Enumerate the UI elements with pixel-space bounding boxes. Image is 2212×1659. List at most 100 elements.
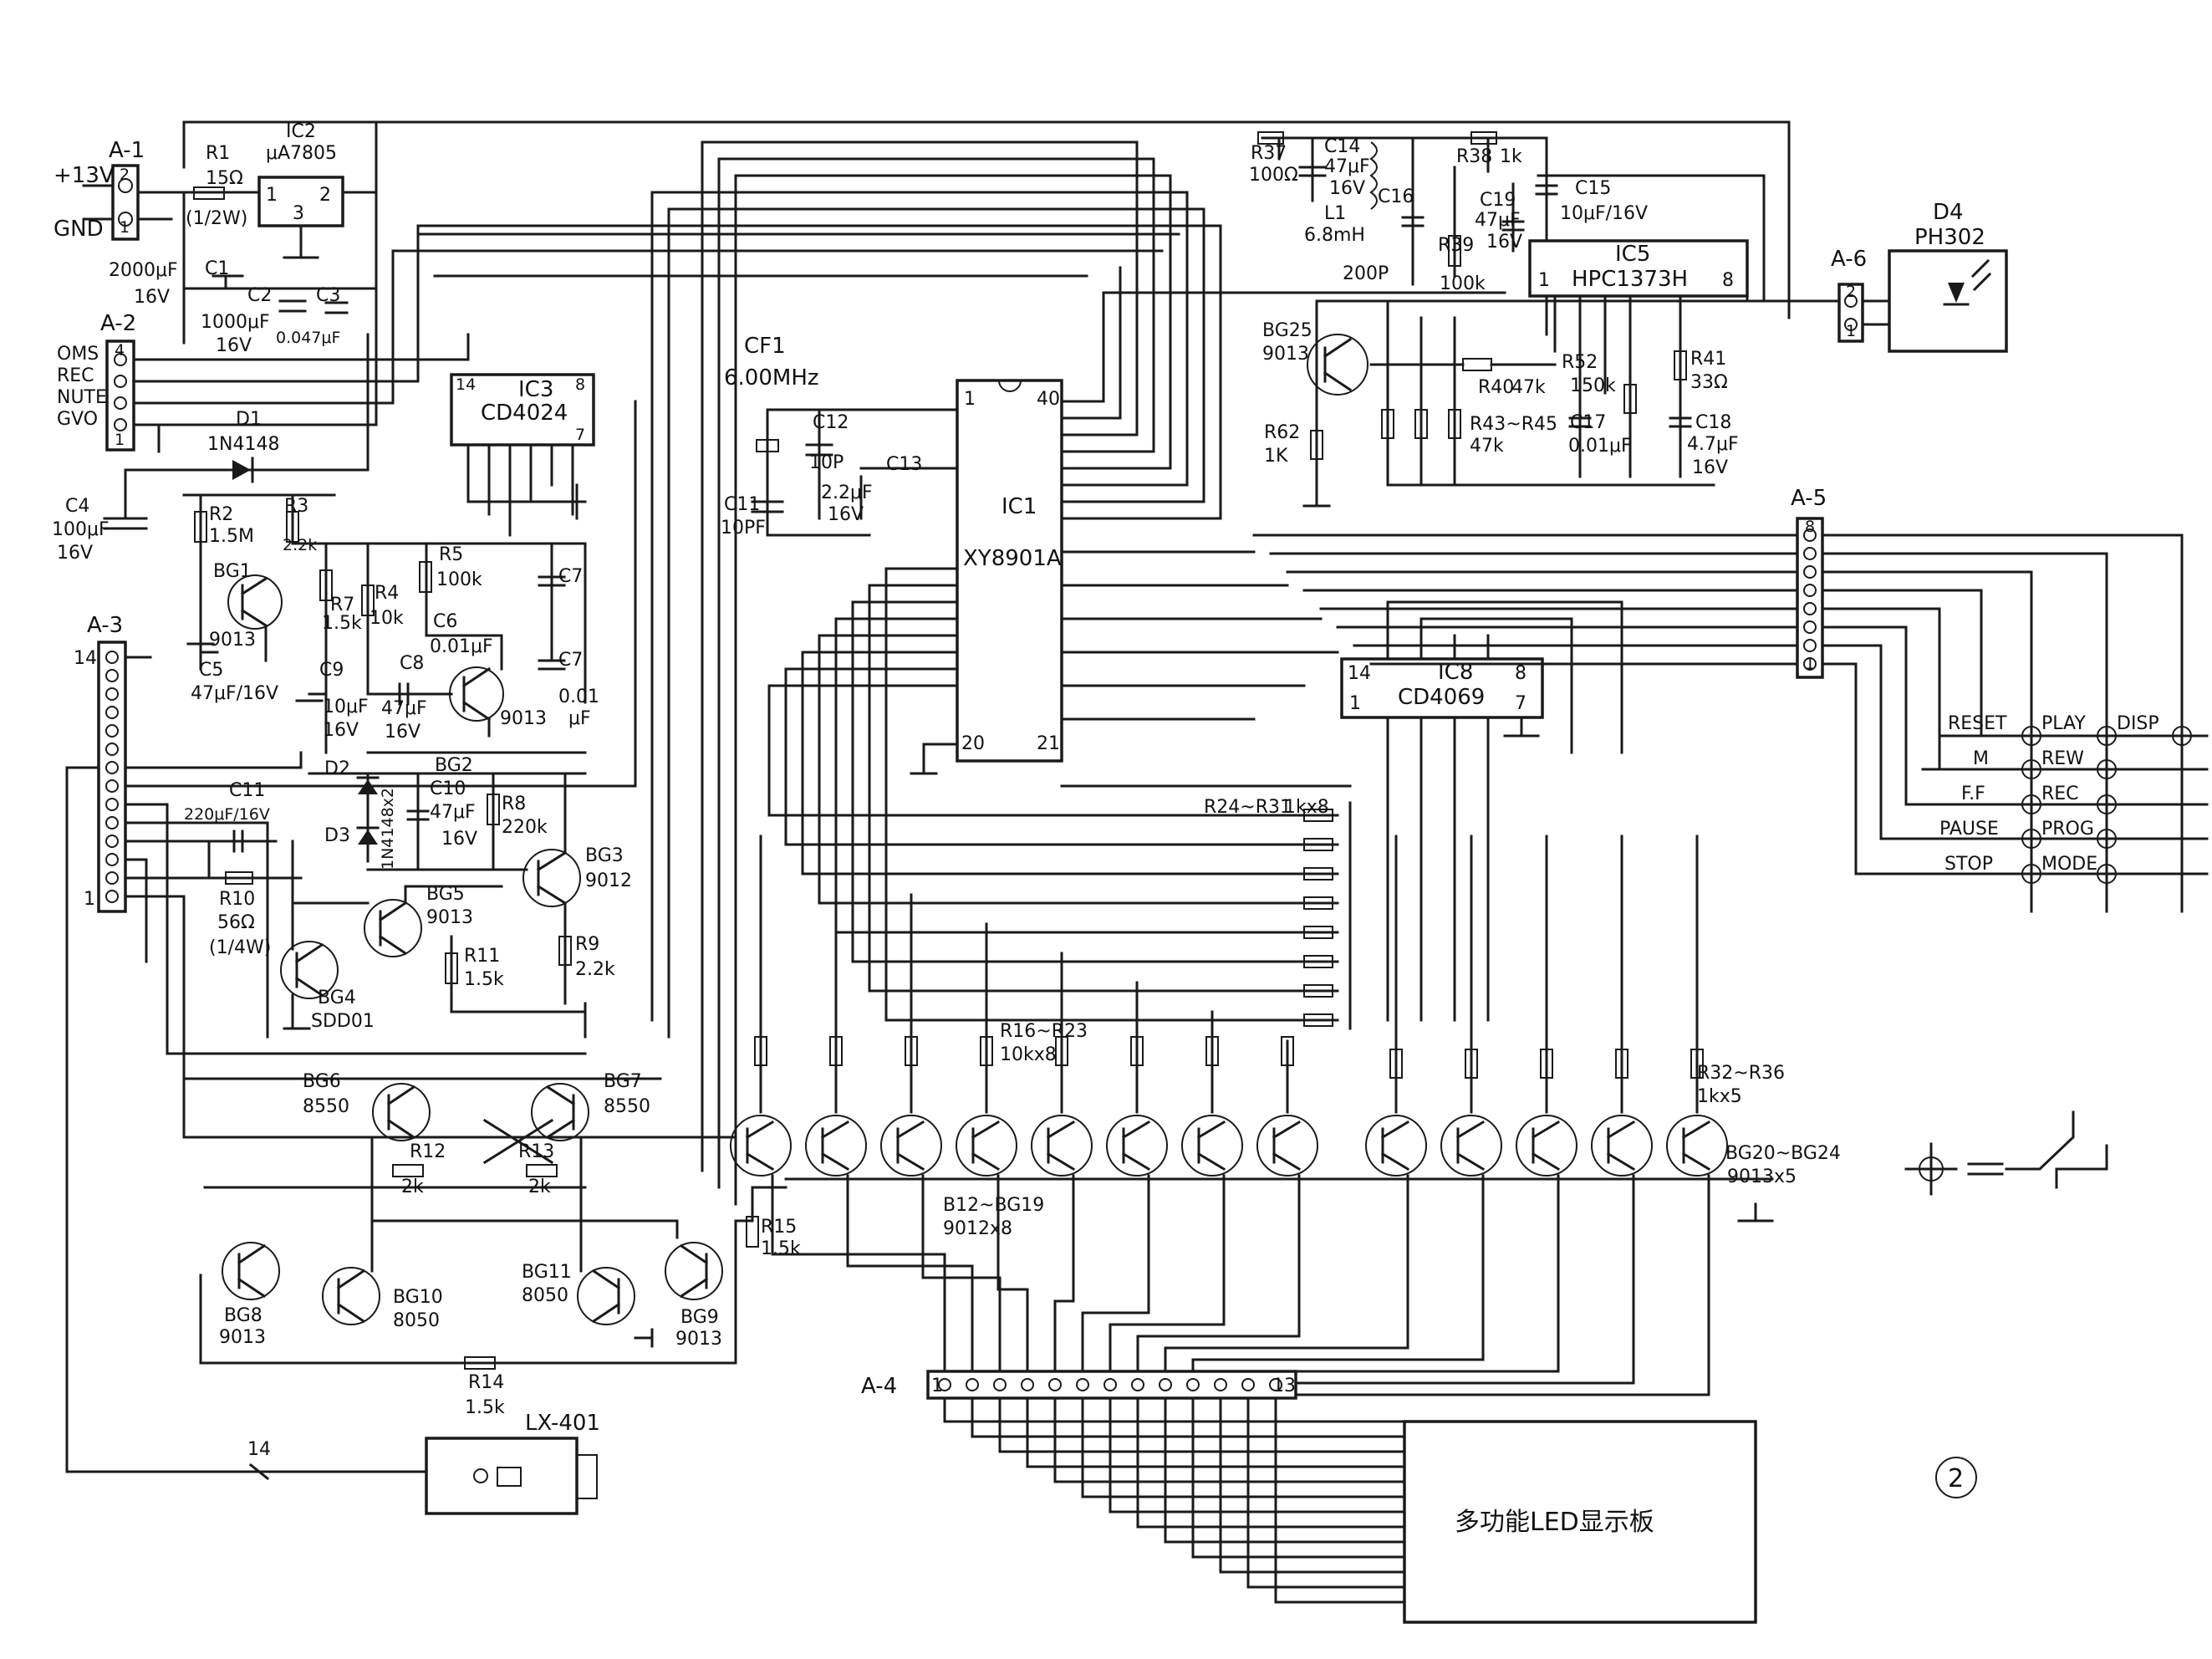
ic8-pin1: 1: [1349, 693, 1361, 714]
cf1-ref: CF1: [744, 334, 786, 359]
c19-rating: 16V: [1486, 232, 1522, 253]
a4-pin-10: [1186, 1378, 1406, 1559]
bg10-symbol: [322, 1267, 380, 1325]
c3-value: 0.047μF: [276, 329, 340, 347]
ic1-part: XY8901A: [963, 546, 1062, 571]
ic2-pin1: 1: [266, 185, 278, 206]
ic1-pin40: 40: [1037, 389, 1060, 410]
r11-value: 1.5k: [464, 969, 504, 990]
preamp-section: R2 1.5M R3 2.2k BG1 9013 C5 47μF/16V R7 …: [182, 493, 599, 776]
key-rec: REC: [2041, 784, 2079, 804]
a2-label-gvo: GVO: [57, 409, 98, 430]
r41-ref: R41: [1690, 349, 1726, 370]
r3-ref: R3: [284, 496, 308, 517]
key-m: M: [1973, 748, 1989, 769]
ir-receiver-section: R37 100Ω C14 47μF 16V L1 6.8mH C16 200P …: [1249, 131, 1841, 508]
a4-pin-2: [966, 1378, 1406, 1438]
r37-value: 100Ω: [1249, 165, 1298, 186]
a5-name: A-5: [1791, 486, 1827, 511]
bg4-bg5-pair: BG4 SDD01 BG5 9013 R11 1.5k: [280, 884, 587, 1039]
ic2-ref: IC2: [286, 121, 316, 142]
c14-rating: 16V: [1329, 178, 1365, 199]
ic5-body: [1528, 239, 1749, 298]
digit-driver-transistors: R16~R23 10kx8 B12~BG19 9012x8 R32~R36 1k…: [784, 1021, 1841, 1239]
detector-section: D2 D3 1N4148x2 C10 47μF 16V R8 220k BG3 …: [308, 758, 632, 1005]
connector-a6-d4: A-6 2 1 D4 PH302: [1831, 200, 2008, 353]
digit-transistor-9: [1164, 835, 1427, 1373]
ic5-pin1: 1: [1538, 270, 1550, 291]
a1-pin1: 1: [120, 218, 130, 237]
c2-rating: 16V: [216, 335, 252, 356]
r32-ref: R32~R36: [1697, 1063, 1785, 1084]
c8-value: 47μF: [381, 698, 427, 719]
r9-ref: R9: [575, 934, 599, 955]
ic8-cd4069: IC8 CD4069 14 1 8 7: [1340, 600, 1623, 1022]
resistor-array-r24-r31: R24~R31 1kx8: [767, 567, 1352, 1030]
r10-note: (1/4W): [209, 937, 271, 958]
bg5-symbol: [364, 899, 422, 957]
bg7-symbol: [531, 1083, 589, 1141]
c17-value: 0.01μF: [1568, 436, 1632, 457]
bus14-label: 14: [247, 1439, 271, 1460]
key-matrix: RESET PLAY DISP M REW F.F REC PAUSE PROG…: [1854, 713, 2209, 913]
bg11-ref: BG11: [522, 1262, 572, 1283]
c18-ref: C18: [1695, 412, 1731, 433]
a4-pin-9: [1159, 1378, 1406, 1544]
c4-value: 100μF: [52, 519, 110, 540]
key-reset: RESET: [1948, 713, 2007, 734]
r38-ref: R38: [1456, 146, 1492, 167]
bg10-value: 8050: [393, 1310, 440, 1331]
r24-r31-bodies: [1303, 809, 1333, 1027]
c6-ref: C6: [433, 611, 457, 632]
ic5-part: HPC1373H: [1572, 267, 1688, 292]
r37-ref: R37: [1251, 143, 1287, 164]
ic2-pin3: 3: [293, 203, 304, 224]
bg9-value: 9013: [675, 1329, 722, 1350]
ic8-part: CD4069: [1398, 685, 1485, 710]
a3-pin14: 14: [74, 648, 97, 669]
a2-label-rec: REC: [57, 365, 94, 386]
ic1-body: [956, 379, 1063, 763]
c17-ref: C17: [1570, 412, 1606, 433]
ic3-pin8: 8: [575, 375, 585, 394]
ic3-pin7: 7: [575, 426, 585, 444]
digit-transistor-10: [1191, 835, 1502, 1373]
bg1-ref: BG1: [213, 561, 252, 582]
bg25-value: 9013: [1262, 344, 1309, 365]
ic3-cd4024: IC3 CD4024 14 8 7: [450, 373, 595, 537]
ic2-part: μA7805: [266, 143, 337, 164]
c6-value: 0.01μF: [430, 636, 493, 657]
a4-pin-11: [1214, 1378, 1406, 1574]
c11-ref: C11: [229, 780, 265, 801]
r4-value: 10k: [370, 608, 404, 629]
ic3-ref: IC3: [518, 377, 553, 402]
r16-ref: R16~R23: [1000, 1021, 1088, 1042]
ic3-part: CD4024: [481, 401, 568, 426]
a5-pin1: 1: [1805, 655, 1815, 673]
digit-transistor-11: [1219, 835, 1577, 1373]
digit-transistor-2: [805, 864, 974, 1373]
c12-ref: C12: [813, 412, 849, 433]
r40-value: 47k: [1511, 377, 1546, 398]
r9-value: 2.2k: [575, 959, 615, 980]
digit-transistor-7: [1109, 1010, 1243, 1373]
bg12-value: 9012x8: [943, 1218, 1012, 1239]
power-regulator-section: R1 15Ω (1/2W) IC2 μA7805 1 2 3: [182, 121, 378, 345]
key-prog: PROG: [2041, 819, 2094, 840]
switch-legend-symbol: [1904, 1110, 2108, 1196]
c11-value: 220μF/16V: [184, 805, 270, 824]
r7-ref: R7: [330, 595, 354, 615]
ic3-pin14: 14: [456, 375, 476, 394]
c8-rating: 16V: [385, 722, 420, 743]
bg10-ref: BG10: [393, 1287, 443, 1308]
r62-value: 1K: [1264, 446, 1288, 467]
c8-ref: C8: [400, 653, 424, 674]
a3-pin1: 1: [84, 889, 95, 910]
c15-ref: C15: [1575, 178, 1611, 199]
bg4-value: SDD01: [311, 1011, 375, 1032]
l1-ref: L1: [1324, 203, 1346, 224]
bg7-value: 8550: [604, 1096, 650, 1117]
r14-value: 1.5k: [465, 1397, 505, 1418]
r15-value: 1.5k: [761, 1238, 801, 1259]
r41-value: 33Ω: [1690, 372, 1728, 393]
